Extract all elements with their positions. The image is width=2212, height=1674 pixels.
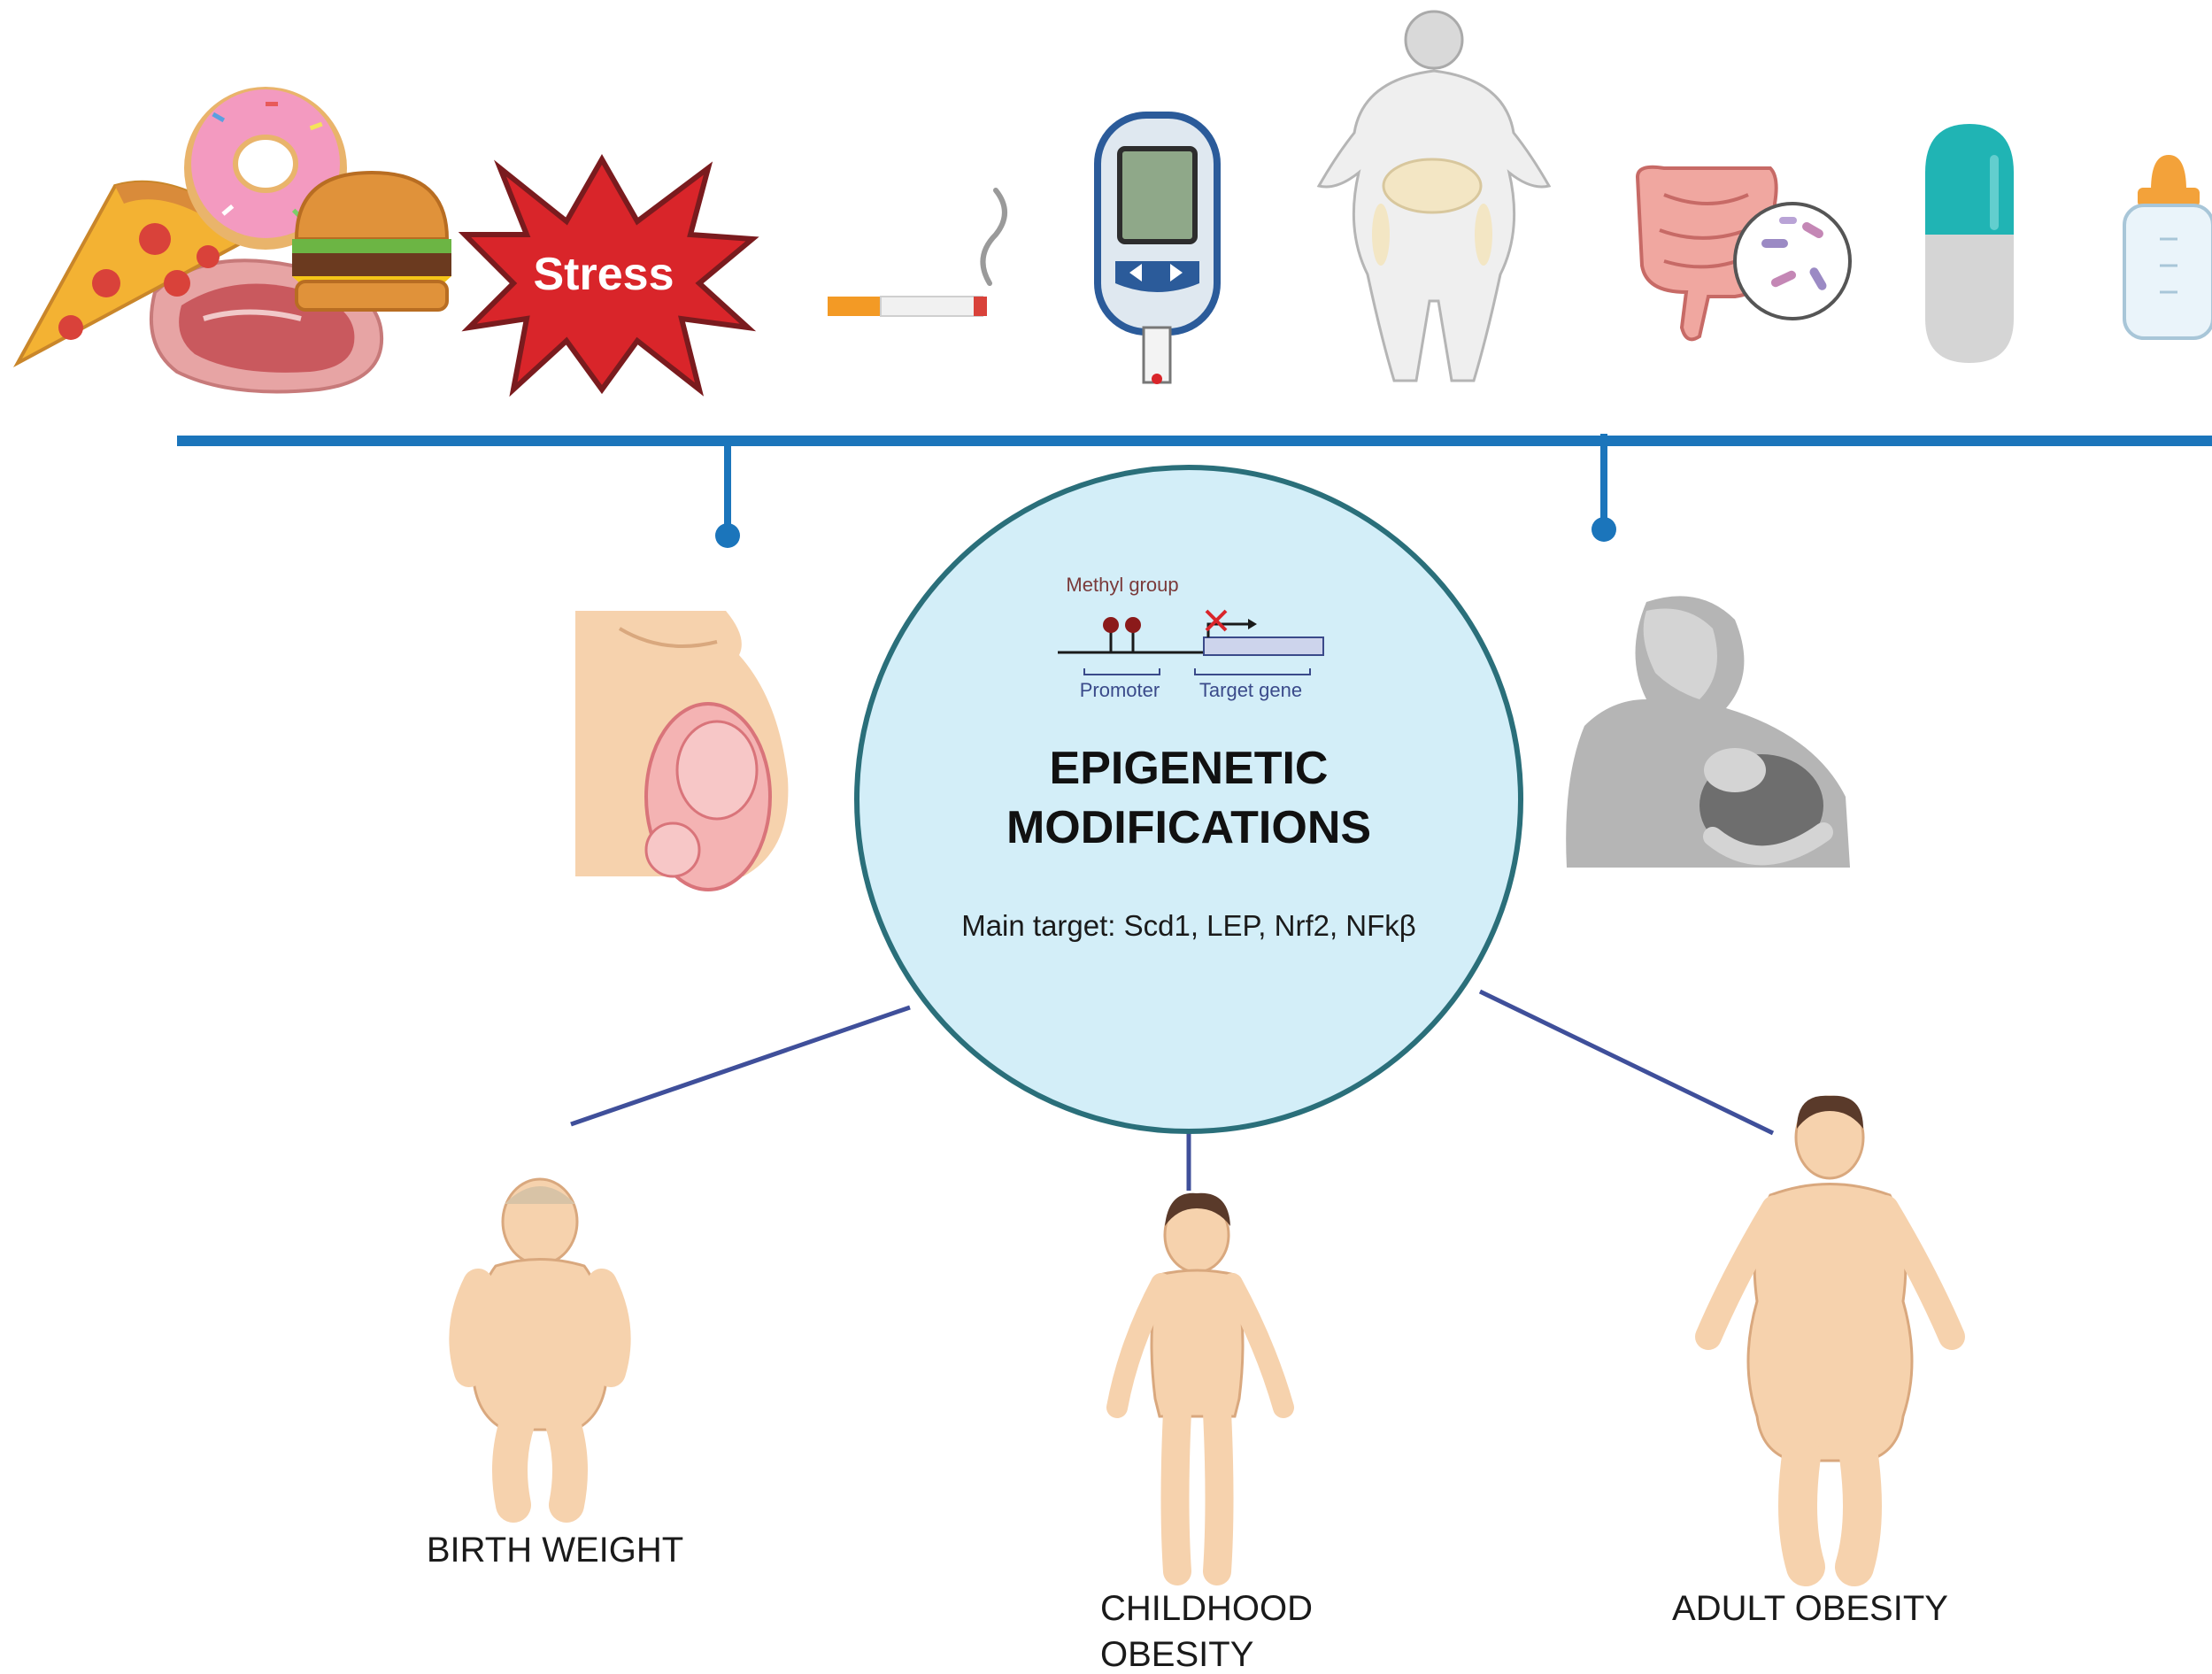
cigarette-icon bbox=[828, 188, 1007, 317]
label-birth-weight: BIRTH WEIGHT bbox=[427, 1531, 683, 1570]
timeline-bar bbox=[177, 436, 2212, 446]
label-childhood-line2: OBESITY bbox=[1100, 1635, 1253, 1674]
methyl-group-label: Methyl group bbox=[1066, 574, 1178, 596]
timeline-dot-right bbox=[1592, 517, 1616, 542]
main-target-text: Main target: Scd1, LEP, Nrf2, NFkβ bbox=[961, 909, 1416, 942]
methyl-lollipop-2 bbox=[1125, 617, 1141, 633]
breastfeeding-icon bbox=[1566, 596, 1850, 868]
target-gene-box bbox=[1203, 636, 1324, 656]
baby-figure-icon bbox=[449, 1177, 631, 1523]
methylation-schematic: Methyl group Promoter Target gene bbox=[1058, 574, 1324, 701]
hub-title-line1: EPIGENETIC bbox=[1050, 743, 1329, 794]
label-childhood-line1: CHILDHOOD bbox=[1100, 1589, 1313, 1628]
baby-bottle-icon bbox=[2123, 155, 2212, 340]
gut-microbiota-icon bbox=[1635, 165, 1852, 342]
burger-icon bbox=[292, 170, 451, 312]
child-figure-icon bbox=[1106, 1192, 1294, 1585]
pizza-icon bbox=[12, 180, 260, 367]
connector-birth bbox=[570, 1005, 911, 1127]
connector-adult bbox=[1478, 989, 1775, 1136]
promoter-label: Promoter bbox=[1080, 679, 1160, 701]
label-adult-obesity: ADULT OBESITY bbox=[1672, 1589, 1948, 1628]
food-group bbox=[12, 87, 451, 394]
pregnancy-icon bbox=[575, 611, 789, 891]
glucose-meter-icon bbox=[1094, 112, 1221, 384]
hub-title-line2: MODIFICATIONS bbox=[1006, 802, 1371, 853]
hub-circle bbox=[854, 465, 1523, 1134]
adult-figure-icon bbox=[1695, 1095, 1965, 1586]
epigenetic-hub: Methyl group Promoter Target gene EPIGEN… bbox=[854, 465, 1523, 1134]
obese-body-icon bbox=[1316, 10, 1552, 382]
capsule-icon bbox=[1925, 124, 2014, 363]
outcome-connectors bbox=[570, 989, 1775, 1191]
stress-label: Stress bbox=[534, 249, 674, 300]
methyl-lollipop-1 bbox=[1103, 617, 1119, 633]
timeline-dot-left bbox=[715, 523, 740, 548]
stress-burst-icon: Stress bbox=[458, 153, 759, 397]
target-gene-label: Target gene bbox=[1199, 679, 1302, 701]
timeline bbox=[177, 434, 2212, 548]
